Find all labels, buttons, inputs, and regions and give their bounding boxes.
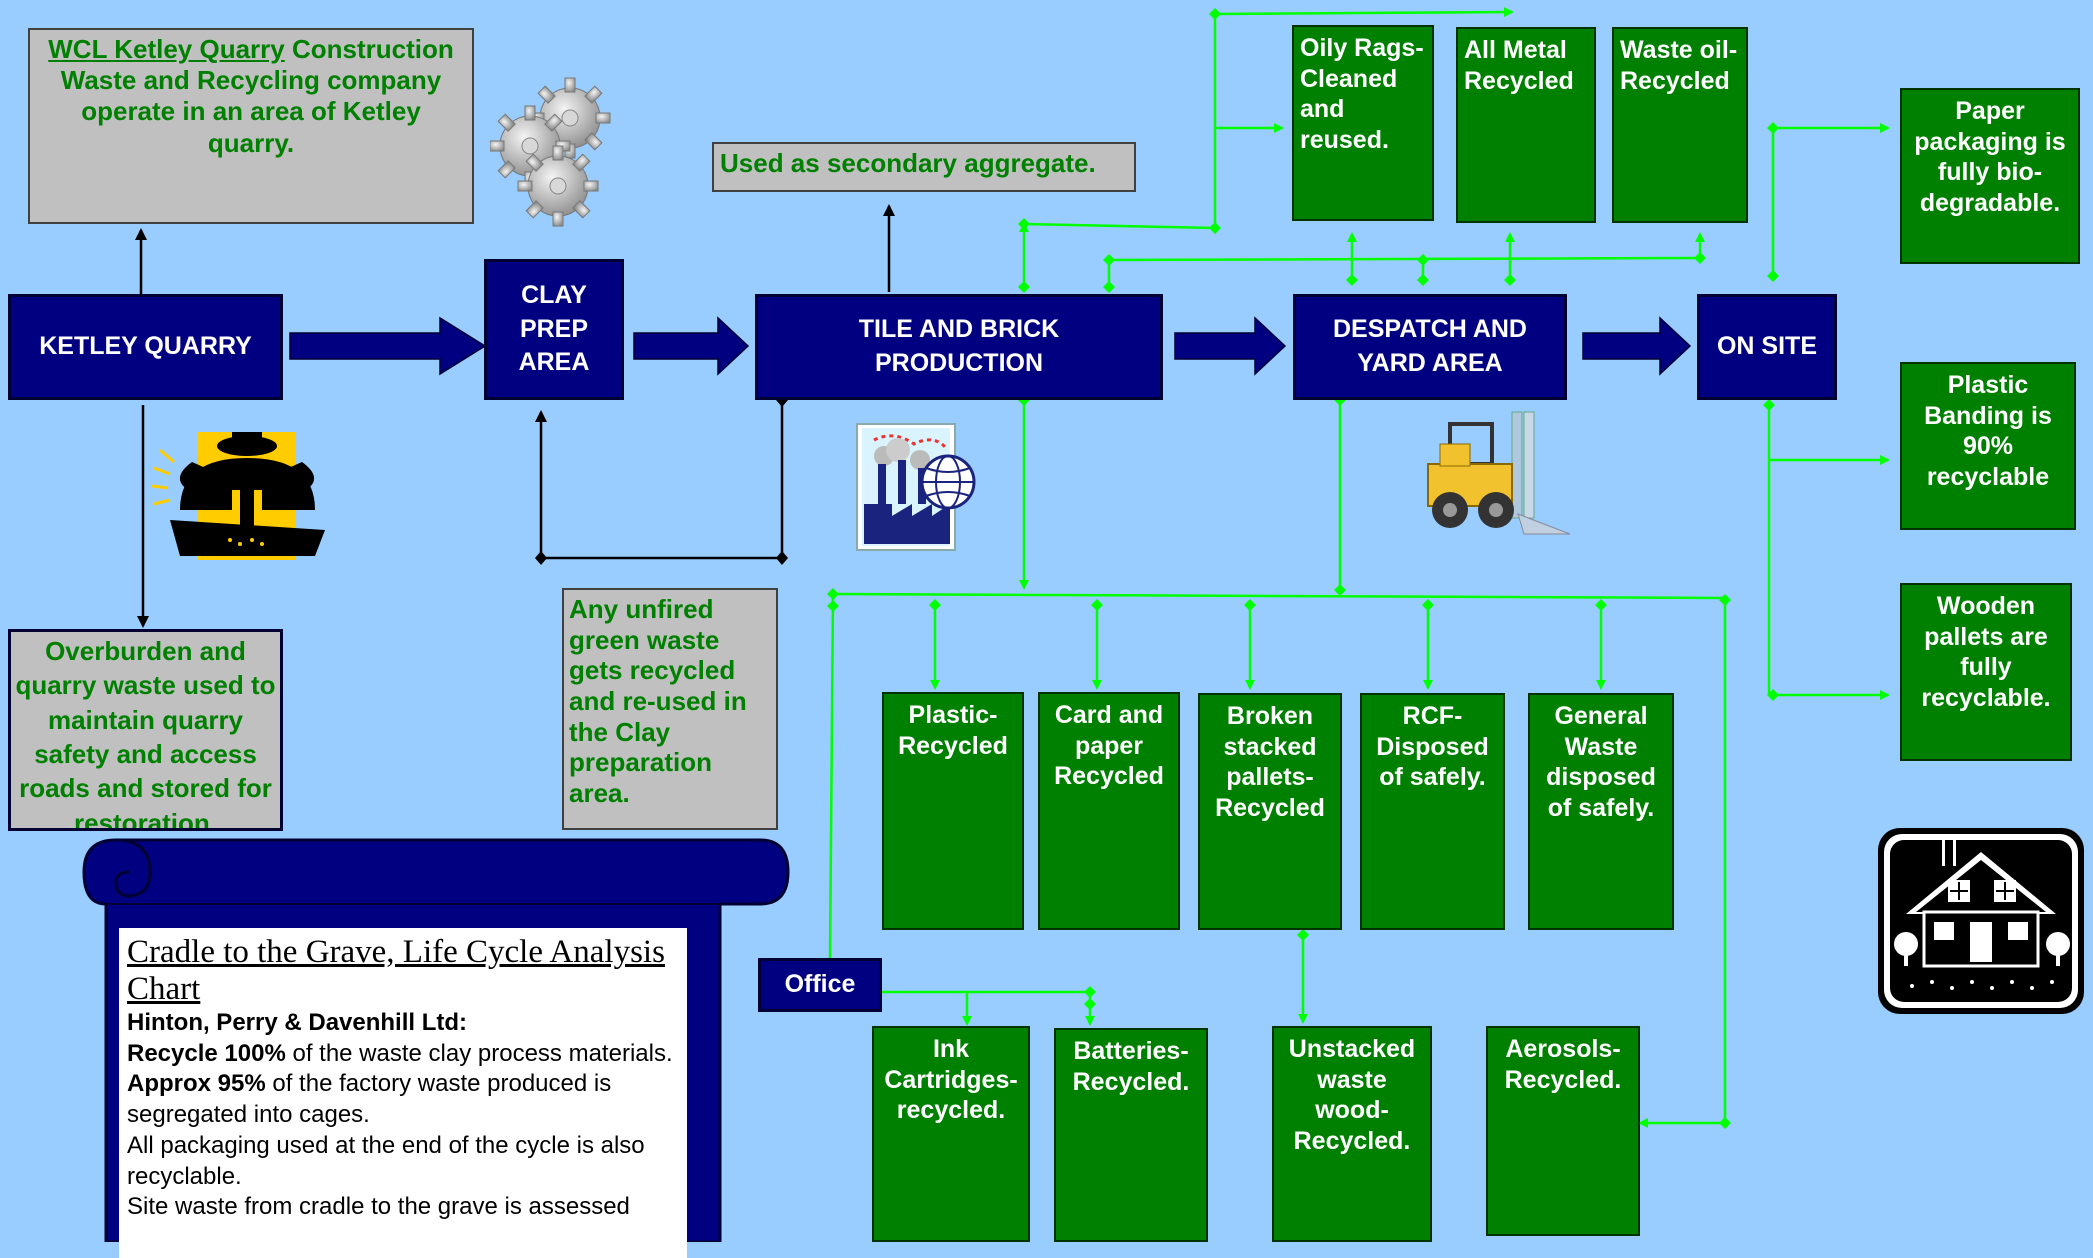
- outcome-aerosols: Aerosols-Recycled.: [1486, 1026, 1640, 1236]
- flow-arrows: [289, 316, 1692, 376]
- outcome-general-waste: General Waste disposed of safely.: [1528, 693, 1674, 930]
- flow-arrow-despatch-onsite: [1582, 316, 1692, 376]
- stage-tile-brick[interactable]: TILE AND BRICK PRODUCTION: [755, 294, 1163, 400]
- scroll-line2-bold: Approx 95%: [127, 1070, 266, 1098]
- scroll-line1-rest: of the waste clay process materials.: [285, 1039, 673, 1067]
- outcome-batteries: Batteries-Recycled.: [1054, 1028, 1208, 1242]
- outcome-waste-oil: Waste oil-Recycled: [1612, 27, 1748, 223]
- green-connectors: [828, 7, 1890, 1128]
- scroll-line3: All packaging used at the end of the cyc…: [127, 1131, 645, 1190]
- gears-icon: [490, 77, 611, 227]
- outcome-card-paper: Card and paper Recycled: [1038, 692, 1180, 930]
- outcome-unstacked-wood: Unstacked waste wood-Recycled.: [1272, 1026, 1432, 1242]
- stage-office[interactable]: Office: [758, 958, 882, 1012]
- scroll-line1-bold: Recycle 100%: [127, 1039, 286, 1067]
- intro-company[interactable]: WCL Ketley Quarry: [48, 34, 285, 64]
- stage-on-site[interactable]: ON SITE: [1697, 294, 1837, 400]
- outcome-plastic: Plastic-Recycled: [882, 692, 1024, 930]
- outcome-oily-rags: Oily Rags-Cleaned and reused.: [1292, 25, 1434, 221]
- intro-box: WCL Ketley Quarry Construction Waste and…: [28, 28, 474, 224]
- stage-despatch[interactable]: DESPATCH AND YARD AREA: [1293, 294, 1567, 400]
- outcome-ink: Ink Cartridges-recycled.: [872, 1026, 1030, 1242]
- note-secondary-aggregate: Used as secondary aggregate.: [712, 142, 1136, 192]
- scroll-note: Cradle to the Grave, Life Cycle Analysis…: [119, 928, 687, 1258]
- scroll-line2-rest: of the factory waste produced is segrega…: [127, 1070, 612, 1129]
- note-unfired-waste: Any unfired green waste gets recycled an…: [562, 588, 778, 830]
- scroll-line4: Site waste from cradle to the grave is a…: [127, 1193, 630, 1221]
- outcome-wooden-pallets: Wooden pallets are fully recyclable.: [1900, 583, 2072, 761]
- scroll-company: Hinton, Perry & Davenhill Ltd:: [127, 1008, 468, 1036]
- note-overburden-text: Overburden and quarry waste used to main…: [15, 636, 276, 831]
- intro-text: Construction Waste and Recycling company…: [60, 34, 454, 158]
- stage-clay-prep[interactable]: CLAY PREP AREA: [484, 259, 624, 400]
- flow-arrow-tile-despatch: [1174, 316, 1287, 376]
- flow-arrow-clay-tile: [633, 316, 750, 376]
- note-overburden: Overburden and quarry waste used to main…: [8, 629, 283, 831]
- outcome-rcf: RCF-Disposed of safely.: [1360, 693, 1505, 930]
- outcome-metal: All Metal Recycled: [1456, 27, 1596, 223]
- scroll-title: Cradle to the Grave, Life Cycle Analysis…: [127, 934, 665, 1007]
- outcome-plastic-banding: Plastic Banding is 90% recyclable: [1900, 362, 2076, 530]
- factory-globe-icon: [856, 423, 976, 551]
- outcome-paper-packaging: Paper packaging is fully bio-degradable.: [1900, 88, 2080, 264]
- worker-icon: [151, 432, 325, 560]
- forklift-icon: [1427, 411, 1570, 535]
- house-icon: [1878, 828, 2084, 1014]
- outcome-broken-pallets: Broken stacked pallets-Recycled: [1198, 693, 1342, 930]
- stage-ketley-quarry[interactable]: KETLEY QUARRY: [8, 294, 283, 400]
- flow-arrow-quarry-clay: [289, 316, 487, 376]
